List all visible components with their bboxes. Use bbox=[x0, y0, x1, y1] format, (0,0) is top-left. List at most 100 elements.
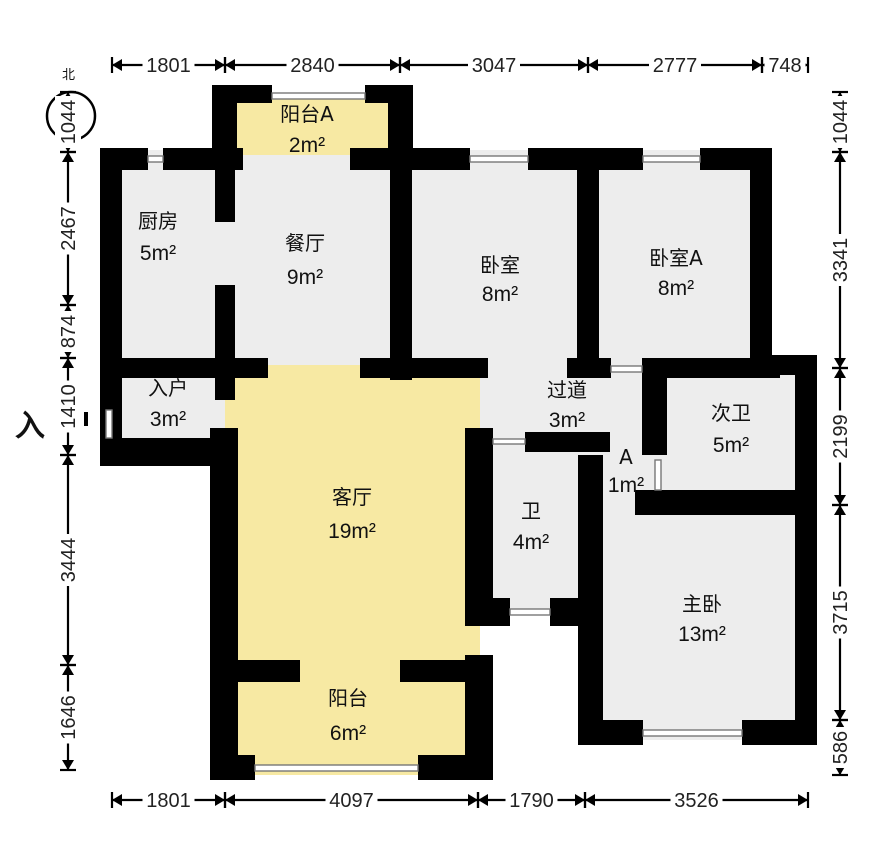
room-area: 8m² bbox=[658, 277, 694, 300]
dimension-segment: 1646 bbox=[55, 663, 81, 772]
room-label-balcony: 阳台 6m² bbox=[328, 686, 368, 745]
dimension-label: 2777 bbox=[653, 55, 698, 77]
entry-marker: 入 bbox=[15, 409, 88, 444]
room-label-dining: 餐厅 9m² bbox=[285, 231, 325, 289]
windows bbox=[105, 92, 743, 772]
dimension-label: 748 bbox=[768, 55, 801, 77]
floor-bath bbox=[480, 440, 590, 615]
room-name: 卧室A bbox=[649, 246, 703, 270]
dimension-segment: 4097 bbox=[223, 787, 480, 813]
room-name: 主卧 bbox=[682, 592, 722, 616]
room-area: 13m² bbox=[678, 623, 726, 646]
room-area: 3m² bbox=[150, 408, 186, 431]
dimension-segment: 2199 bbox=[827, 366, 853, 507]
room-area: 5m² bbox=[140, 242, 176, 265]
dimension-top: 1801 2840 3047 2777 748 bbox=[110, 52, 810, 78]
dimension-label: 2199 bbox=[830, 414, 852, 459]
dimension-segment: 1801 bbox=[110, 787, 227, 813]
dimension-label: 1801 bbox=[146, 55, 191, 77]
dimension-left: 1044 2467 874 1410 3444 1646 bbox=[55, 90, 81, 772]
dimension-label: 2467 bbox=[58, 206, 80, 251]
room-name: 次卫 bbox=[711, 401, 751, 425]
room-name: 餐厅 bbox=[285, 231, 325, 255]
dimension-label: 3444 bbox=[58, 538, 80, 583]
dimension-segment: 3444 bbox=[55, 453, 81, 667]
room-area: 19m² bbox=[328, 520, 376, 543]
dimension-label: 3715 bbox=[830, 590, 852, 635]
room-name: 客厅 bbox=[332, 485, 372, 509]
room-area: 5m² bbox=[713, 434, 749, 457]
floor-second-bath bbox=[650, 365, 810, 500]
room-name: A bbox=[619, 445, 633, 469]
room-area: 6m² bbox=[330, 722, 366, 745]
dimension-segment: 2777 bbox=[586, 52, 764, 78]
dimension-segment: 3715 bbox=[827, 503, 853, 722]
dimension-segment: 3526 bbox=[583, 787, 810, 813]
north-label: 北 bbox=[62, 68, 75, 83]
room-area: 1m² bbox=[608, 474, 644, 497]
dimension-segment: 1044 bbox=[827, 90, 853, 154]
floor-corridor bbox=[465, 365, 650, 445]
dimension-segment: 1790 bbox=[476, 787, 587, 813]
room-label-corridor: 过道 3m² bbox=[547, 378, 587, 432]
dimension-segment: 874 bbox=[55, 303, 81, 360]
floor-bedroom bbox=[400, 150, 585, 365]
dimension-label: 3341 bbox=[830, 238, 852, 283]
dimension-right: 1044 3341 2199 3715 586 bbox=[827, 90, 853, 777]
dimension-label: 4097 bbox=[329, 790, 374, 812]
dimension-segment: 2467 bbox=[55, 150, 81, 307]
room-area: 3m² bbox=[549, 409, 585, 432]
entry-label: 入 bbox=[15, 409, 45, 444]
dimension-segment: 2840 bbox=[223, 52, 402, 78]
dimension-label: 1044 bbox=[58, 100, 80, 145]
dimension-segment: 3047 bbox=[398, 52, 590, 78]
dimension-label: 1801 bbox=[146, 790, 191, 812]
room-label-closet-a: A 1m² bbox=[608, 445, 644, 497]
dimension-label: 586 bbox=[830, 731, 852, 764]
room-name: 卫 bbox=[521, 499, 541, 523]
room-name: 阳台 bbox=[328, 686, 368, 710]
dimension-segment: 1044 bbox=[55, 90, 81, 154]
dimension-segment: 1801 bbox=[110, 52, 227, 78]
dimension-segment: 1410 bbox=[55, 356, 81, 457]
room-area: 8m² bbox=[482, 283, 518, 306]
room-name: 入户 bbox=[148, 376, 188, 400]
room-name: 阳台A bbox=[280, 102, 334, 126]
floor-master bbox=[590, 500, 810, 740]
dimension-label: 3526 bbox=[674, 790, 719, 812]
floor-kitchen bbox=[110, 150, 225, 365]
dimension-label: 1410 bbox=[58, 384, 80, 429]
dimension-segment: 3341 bbox=[827, 150, 853, 370]
dimension-label: 874 bbox=[58, 315, 80, 348]
dimension-label: 1044 bbox=[830, 100, 852, 145]
floor-bedroom-a bbox=[585, 150, 765, 365]
dimension-segment: 586 bbox=[827, 718, 853, 777]
room-area: 4m² bbox=[513, 531, 549, 554]
dimension-segment: 748 bbox=[760, 52, 810, 78]
room-name: 过道 bbox=[547, 378, 587, 402]
dimension-label: 1646 bbox=[58, 695, 80, 740]
room-label-balcony-a: 阳台A 2m² bbox=[280, 102, 334, 157]
floor-balcony-a bbox=[225, 95, 395, 155]
floor-living bbox=[225, 365, 480, 665]
dimension-label: 3047 bbox=[472, 55, 517, 77]
room-label-entrance: 入户 3m² bbox=[148, 376, 188, 431]
walls bbox=[100, 85, 817, 780]
room-label-bath: 卫 4m² bbox=[513, 499, 549, 554]
room-label-kitchen: 厨房 5m² bbox=[138, 209, 178, 265]
dimension-bottom: 1801 4097 1790 3526 bbox=[110, 787, 810, 813]
dimension-label: 2840 bbox=[290, 55, 335, 77]
room-label-bedroom-a: 卧室A 8m² bbox=[649, 246, 703, 300]
room-label-living: 客厅 19m² bbox=[328, 485, 376, 543]
room-label-bedroom: 卧室 8m² bbox=[480, 253, 520, 306]
room-area: 2m² bbox=[289, 134, 325, 157]
room-name: 厨房 bbox=[138, 209, 178, 233]
room-label-second-bath: 次卫 5m² bbox=[711, 401, 751, 457]
room-area: 9m² bbox=[287, 266, 323, 289]
room-name: 卧室 bbox=[480, 253, 520, 277]
dimension-label: 1790 bbox=[509, 790, 554, 812]
entry-arrow-icon bbox=[84, 412, 88, 426]
floor-dining bbox=[225, 150, 400, 365]
room-label-master: 主卧 13m² bbox=[678, 592, 726, 646]
